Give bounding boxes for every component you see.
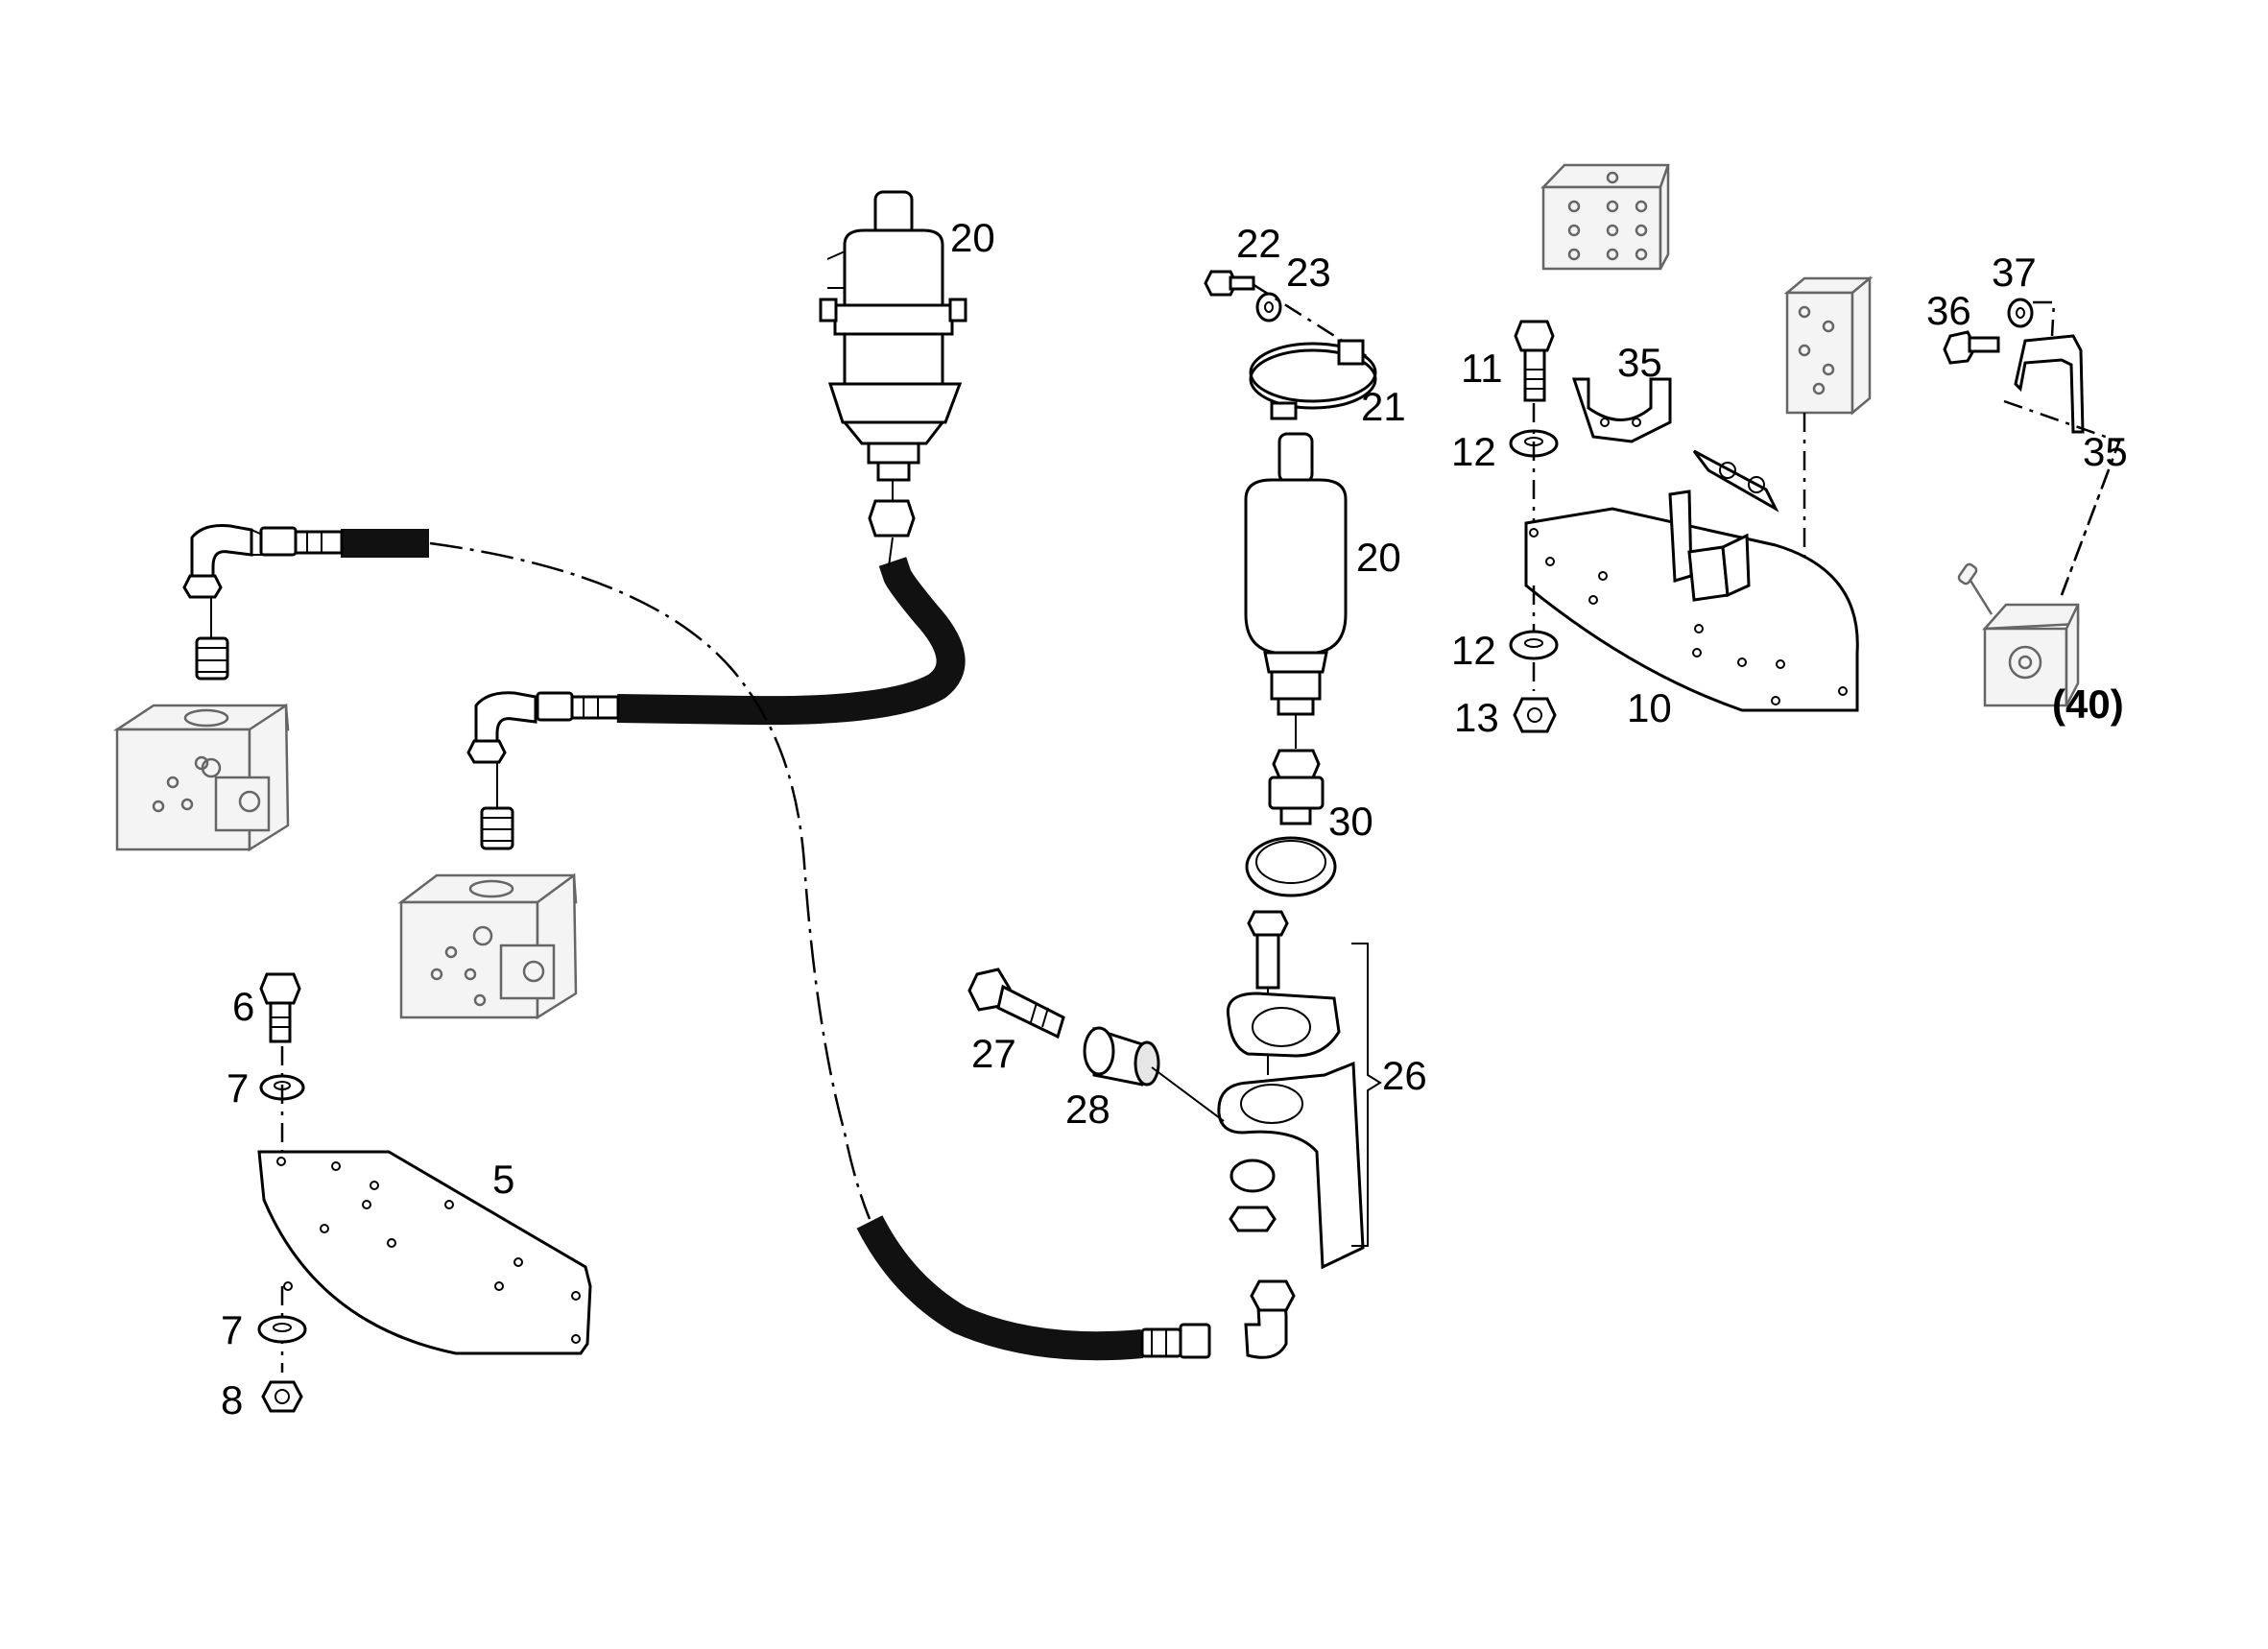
fitting-2 xyxy=(480,758,514,850)
bolt-6 xyxy=(259,972,301,1043)
bracket-35-mid xyxy=(1571,377,1672,443)
bolt-26 xyxy=(1247,910,1289,1075)
clamp-21 xyxy=(1249,339,1377,420)
plate-10 xyxy=(1524,490,1859,712)
valve-block-1 xyxy=(112,703,290,852)
bracket-35-right-axis xyxy=(2033,300,2056,337)
washer-12-bottom xyxy=(1509,630,1559,660)
callout-labels: 20 22 23 21 20 11 35 12 12 13 10 37 36 3… xyxy=(221,215,2128,1422)
bolt-27 xyxy=(967,968,1065,1040)
label-8: 8 xyxy=(221,1377,243,1422)
valve-spool xyxy=(1692,449,1779,513)
label-6: 6 xyxy=(232,984,254,1029)
hose-end-fitting-1 xyxy=(259,526,344,557)
label-20-top: 20 xyxy=(950,215,995,260)
washer-37 xyxy=(2007,298,2034,328)
spacer-28 xyxy=(1083,1026,1160,1087)
bolt-27-axis xyxy=(1151,1066,1225,1122)
label-26: 26 xyxy=(1382,1053,1427,1098)
hose-upper xyxy=(341,529,966,726)
label-11: 11 xyxy=(1461,346,1503,391)
washer-23 xyxy=(1255,292,1282,323)
valve-40-link-line-2 xyxy=(2060,441,2121,596)
nut-13 xyxy=(1513,697,1557,733)
plate-5 xyxy=(257,1150,592,1355)
lower-elbow-fitting xyxy=(1140,1279,1296,1359)
fitting-1 xyxy=(195,586,229,681)
label-12-bottom: 12 xyxy=(1451,628,1496,673)
hose-end-fitting-2 xyxy=(536,691,620,722)
label-12-top: 12 xyxy=(1451,429,1496,474)
label-7-bottom: 7 xyxy=(221,1307,243,1352)
label-21: 21 xyxy=(1361,384,1406,429)
bracket-26 xyxy=(1217,992,1365,1270)
label-35-mid: 35 xyxy=(1617,340,1662,385)
elbow-fitting-1 xyxy=(182,524,270,599)
accumulator-mid xyxy=(1244,432,1348,749)
label-20-mid: 20 xyxy=(1356,535,1401,580)
label-5: 5 xyxy=(492,1157,514,1202)
valve-block-2 xyxy=(397,872,578,1020)
label-40: (40) xyxy=(2052,681,2124,727)
label-36: 36 xyxy=(1926,288,1971,333)
label-28: 28 xyxy=(1065,1087,1110,1132)
label-37: 37 xyxy=(1992,250,2037,295)
label-35-right: 35 xyxy=(2083,429,2128,474)
nut-8 xyxy=(261,1380,303,1413)
fitting-mid xyxy=(1268,749,1325,825)
label-7-top: 7 xyxy=(227,1065,249,1111)
bolt-22 xyxy=(1204,270,1255,297)
bolt-11 xyxy=(1514,320,1555,402)
label-23: 23 xyxy=(1286,250,1331,295)
hose-nut-top xyxy=(868,480,916,538)
accumulator-top xyxy=(819,190,967,482)
bracket-brace-26 xyxy=(1351,943,1382,1247)
hose-lower xyxy=(856,1215,1144,1361)
label-27: 27 xyxy=(971,1031,1016,1076)
label-22: 22 xyxy=(1236,221,1281,266)
seal-ring-30 xyxy=(1245,836,1337,897)
label-13: 13 xyxy=(1454,695,1499,740)
label-30: 30 xyxy=(1328,799,1373,844)
bracket-35-right xyxy=(2014,334,2085,434)
washer-7-bottom xyxy=(257,1315,307,1344)
valve-40 xyxy=(1957,562,2080,707)
elbow-fitting-2 xyxy=(466,691,537,764)
valve-block-ghost-side xyxy=(1783,275,1874,416)
valve-block-ghost-top xyxy=(1540,163,1670,271)
label-10: 10 xyxy=(1627,685,1672,730)
bolt-36 xyxy=(1943,330,2000,365)
hose-routing-dashline xyxy=(429,541,871,1220)
